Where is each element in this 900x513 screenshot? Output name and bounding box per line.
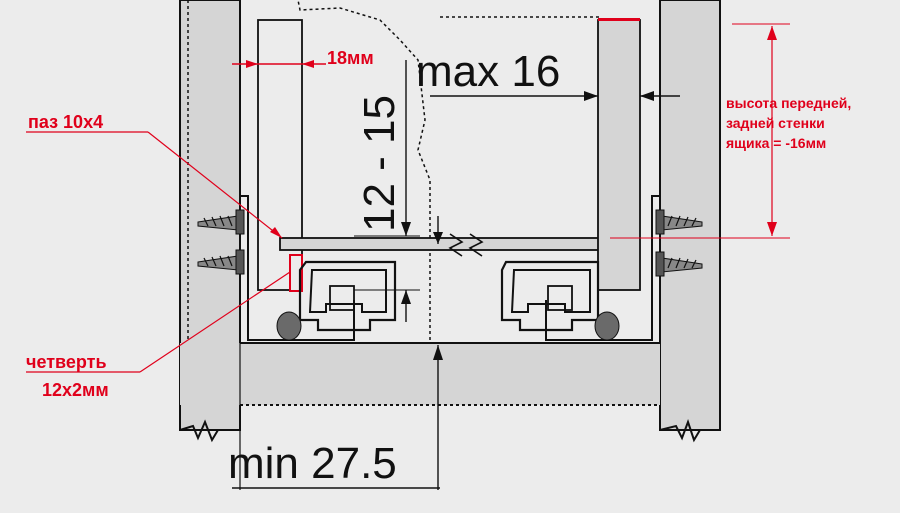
right-runner-profile <box>500 195 660 341</box>
drawer-bottom-panel <box>180 342 660 406</box>
groove-label: паз 10x4 <box>28 112 103 132</box>
screw-icon <box>655 209 703 235</box>
dimension-12-15: 12 - 15 <box>354 60 420 322</box>
dim-max-text: max 16 <box>416 47 560 96</box>
rebate-label-line2: 12x2мм <box>42 380 109 400</box>
height-note-line1: высота передней, <box>726 95 851 111</box>
screw-icon <box>197 249 245 275</box>
right-cabinet-panel <box>659 0 721 443</box>
groove-callout: паз 10x4 <box>26 112 283 239</box>
drawer-outline <box>187 0 431 340</box>
dim-min-text: min 27.5 <box>228 439 397 488</box>
left-runner-profile <box>240 195 397 341</box>
height-note-line2: задней стенки <box>726 115 825 131</box>
drawer-front-panel <box>257 16 611 292</box>
dim-range-text: 12 - 15 <box>355 95 404 232</box>
offset-label: 18мм <box>327 48 374 68</box>
dimension-max16: max 16 <box>416 47 680 101</box>
drawer-back-panel <box>597 18 641 291</box>
dimension-min27-5: min 27.5 <box>228 216 443 490</box>
height-note-line3: ящика = -16мм <box>726 135 826 151</box>
height-note: высота передней, задней стенки ящика = -… <box>610 23 851 239</box>
screw-icon <box>655 251 703 277</box>
screw-icon <box>197 209 245 235</box>
offset-18mm-annotation: 18мм <box>232 48 374 68</box>
rebate-callout: четверть 12x2мм <box>26 271 291 400</box>
rebate-label-line1: четверть <box>26 352 107 372</box>
